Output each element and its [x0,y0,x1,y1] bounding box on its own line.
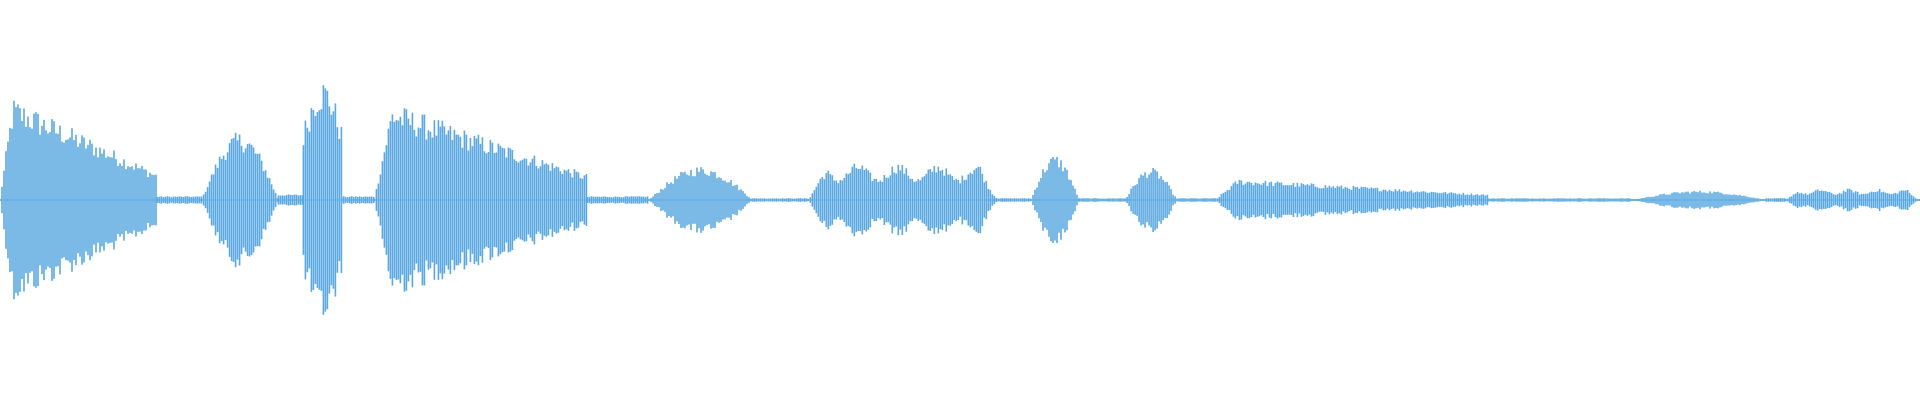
waveform-bars [0,85,1920,315]
